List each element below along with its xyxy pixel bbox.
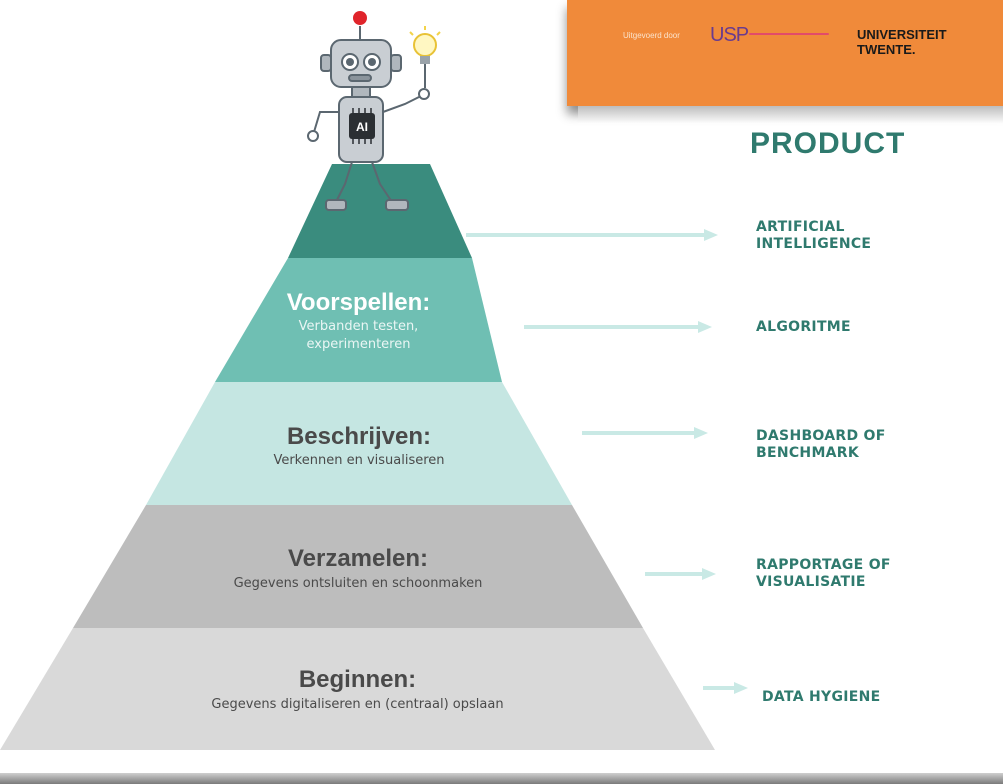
arrow-tier-top [466, 229, 718, 241]
banner-background [567, 0, 1003, 106]
antenna-light-icon [353, 11, 367, 25]
pyramid-tier-beschrijven [146, 382, 572, 505]
university-twente-logo: UNIVERSITEIT TWENTE. [857, 27, 947, 57]
product-heading: PRODUCT [750, 127, 906, 160]
arrow-tier-voorspellen [524, 321, 712, 333]
output-dashboard-of-benchmark: DASHBOARD OF BENCHMARK [756, 428, 886, 461]
pyramid-tier-voorspellen [215, 258, 502, 382]
tier-subtitle-beginnen: Gegevens digitaliseren en (centraal) ops… [211, 697, 504, 712]
pyramid-tier-verzamelen [73, 505, 643, 628]
tier-subtitle-verzamelen: Gegevens ontsluiten en schoonmaken [233, 576, 483, 591]
arrow-tier-verzamelen [645, 568, 716, 580]
tier-subtitle-beschrijven: Verkennen en visualiseren [273, 453, 445, 468]
pyramid-tier-beginnen [0, 628, 715, 750]
tier-title-beschrijven: Beschrijven: [286, 423, 432, 450]
ai-chip-label: AI [356, 120, 368, 134]
arrow-tier-beginnen [703, 682, 748, 694]
bottom-edge [0, 773, 1003, 784]
tier-title-beginnen: Beginnen: [298, 666, 417, 693]
output-rapportage-of-visualisatie: RAPPORTAGE OF VISUALISATIE [756, 557, 891, 590]
lightbulb-icon [409, 26, 441, 88]
tier-title-voorspellen: Voorspellen: [286, 289, 431, 316]
tier-subtitle-voorspellen: Verbanden testen, experimenteren [298, 319, 419, 352]
usp-logo: USP [710, 24, 749, 46]
pyramid-tier-top [288, 164, 472, 258]
output-arrows [466, 229, 748, 694]
ai-chip-icon: AI [349, 108, 375, 144]
banner-shadow [578, 106, 1003, 124]
output-artificial-intelligence: ARTIFICIAL INTELLIGENCE [756, 219, 872, 252]
output-algoritme: ALGORITME [756, 319, 851, 335]
sponsor-banner: Uitgevoerd door USP UNIVERSITEIT TWENTE. [567, 0, 1003, 106]
banner-uitgevoerd-text: Uitgevoerd door [623, 31, 680, 40]
usp-logo-tagline-mark [749, 33, 829, 35]
arrow-tier-beschrijven [582, 427, 708, 439]
output-data-hygiene: DATA HYGIENE [762, 689, 881, 705]
tier-title-verzamelen: Verzamelen: [287, 545, 429, 572]
